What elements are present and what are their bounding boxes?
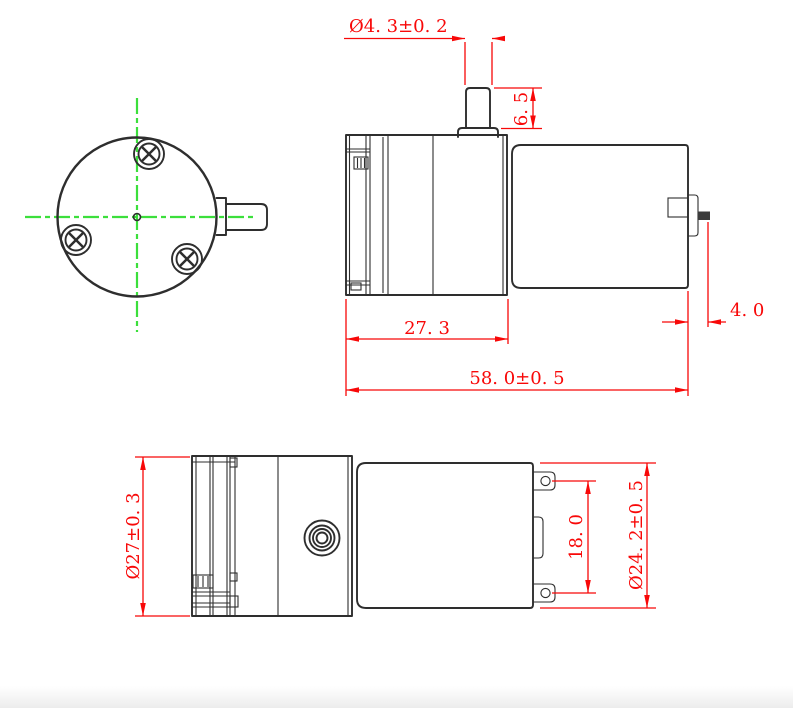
dim-overall-length: 58. 0±0. 5: [346, 291, 689, 396]
dim-terminal-spacing-label: 18. 0: [566, 514, 587, 560]
screw: [133, 138, 165, 170]
dim-overall-length-label: 58. 0±0. 5: [469, 368, 564, 389]
terminal-pin: [698, 211, 710, 220]
side-view: [345, 87, 710, 296]
terminal-tab: [533, 583, 556, 603]
bottom-view: [191, 455, 556, 617]
dim-motor-diameter: Ø24. 2±0. 5: [540, 462, 656, 609]
page-edge-shadow: [0, 686, 793, 708]
dim-terminal-offset-label: 4. 0: [730, 300, 764, 321]
dim-shaft-height: 6. 5: [494, 87, 542, 130]
pump-head: [345, 134, 508, 296]
pump-head-bottom: [191, 455, 353, 617]
valve-detail: [353, 156, 369, 170]
dim-pump-diameter-label: Ø27±0. 3: [123, 492, 144, 579]
valve-detail-bottom: [192, 574, 214, 589]
outlet-port: [457, 87, 499, 138]
dim-pump-head-length-label: 27. 3: [404, 318, 450, 339]
motor-body: [511, 144, 689, 289]
dim-pump-diameter: Ø27±0. 3: [123, 456, 190, 617]
dim-shaft-diameter: Ø4. 3±0. 2: [344, 16, 505, 85]
terminal-connector: [667, 194, 710, 237]
inlet-grommet: [303, 519, 341, 557]
pump-face-outline: [56, 136, 218, 298]
terminal-tab: [533, 471, 556, 491]
front-view: [25, 98, 268, 332]
end-cap-bump: [533, 516, 544, 559]
front-port: [215, 197, 268, 236]
dim-shaft-height-label: 6. 5: [511, 92, 532, 126]
dim-motor-diameter-label: Ø24. 2±0. 5: [626, 480, 647, 590]
screw: [171, 243, 203, 275]
dim-terminal-offset: 4. 0: [662, 222, 764, 327]
center-mark: [132, 212, 142, 222]
screw: [60, 224, 92, 256]
motor-body-bottom: [356, 462, 556, 609]
dim-shaft-diameter-label: Ø4. 3±0. 2: [349, 16, 448, 37]
dim-pump-head-length: 27. 3: [345, 299, 509, 396]
dim-terminal-spacing: 18. 0: [552, 480, 596, 594]
